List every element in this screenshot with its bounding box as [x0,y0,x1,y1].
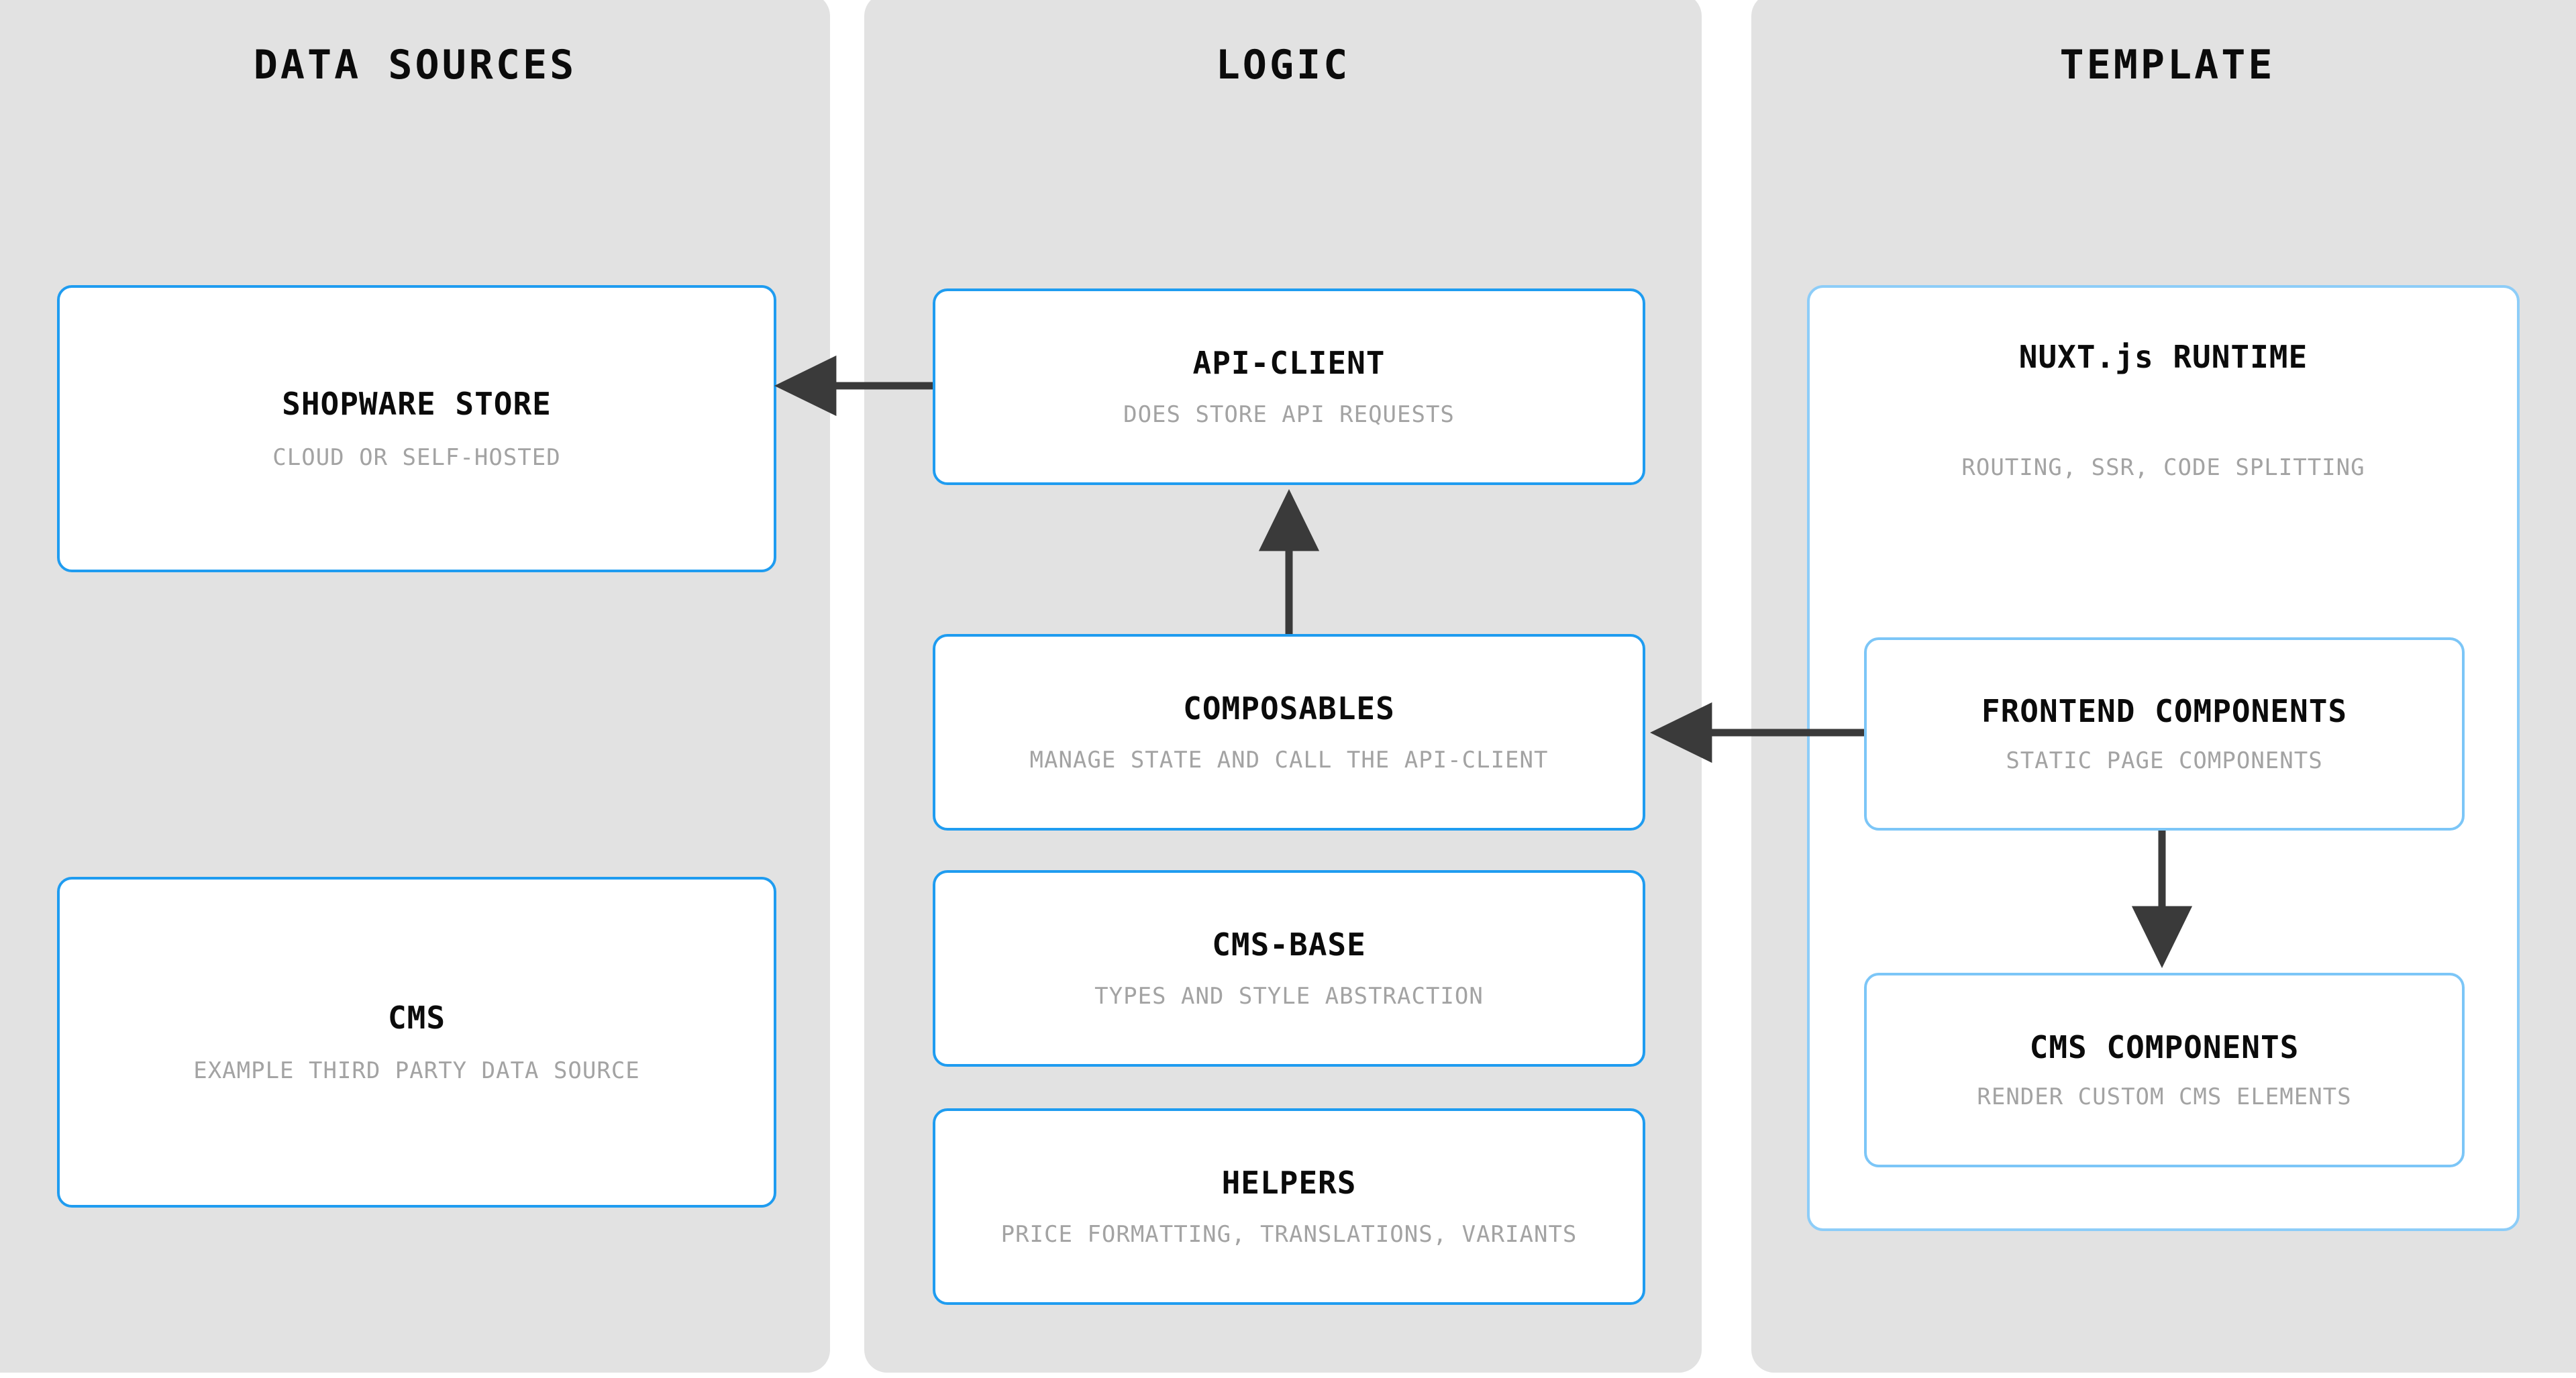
node-head-nuxt-runtime: NUXT.js RUNTIME [1810,340,2517,374]
node-helpers[interactable]: HELPERS PRICE FORMATTING, TRANSLATIONS, … [933,1108,1645,1305]
node-title-composables: COMPOSABLES [1183,690,1395,727]
node-shopware-store[interactable]: SHOPWARE STORE CLOUD OR SELF-HOSTED [57,285,776,572]
node-api-client[interactable]: API-CLIENT DOES STORE API REQUESTS [933,288,1645,485]
node-composables[interactable]: COMPOSABLES MANAGE STATE AND CALL THE AP… [933,634,1645,831]
node-subtitle-nuxt-runtime: ROUTING, SSR, CODE SPLITTING [1961,454,2365,481]
node-subtitle-api-client: DOES STORE API REQUESTS [1123,401,1455,429]
node-title-helpers: HELPERS [1221,1164,1357,1201]
node-title-nuxt-runtime: NUXT.js RUNTIME [2018,339,2308,375]
node-title-shopware-store: SHOPWARE STORE [282,386,552,422]
node-frontend-components[interactable]: FRONTEND COMPONENTS STATIC PAGE COMPONEN… [1864,637,2465,831]
panel-title-data-sources: DATA SOURCES [253,42,577,89]
node-sub-wrap-nuxt-runtime: ROUTING, SSR, CODE SPLITTING [1810,454,2517,481]
panel-title-logic: LOGIC [1215,42,1351,89]
node-title-cms-base: CMS-BASE [1212,926,1366,963]
node-subtitle-cms: EXAMPLE THIRD PARTY DATA SOURCE [193,1057,640,1085]
node-subtitle-shopware-store: CLOUD OR SELF-HOSTED [272,443,561,471]
node-title-cms: CMS [387,999,446,1036]
node-title-frontend-components: FRONTEND COMPONENTS [1981,693,2348,729]
node-subtitle-cms-base: TYPES AND STYLE ABSTRACTION [1094,983,1484,1010]
node-subtitle-frontend-components: STATIC PAGE COMPONENTS [2006,747,2323,774]
node-cms[interactable]: CMS EXAMPLE THIRD PARTY DATA SOURCE [57,877,776,1208]
node-cms-components[interactable]: CMS COMPONENTS RENDER CUSTOM CMS ELEMENT… [1864,973,2465,1167]
node-title-api-client: API-CLIENT [1192,344,1386,381]
node-subtitle-cms-components: RENDER CUSTOM CMS ELEMENTS [1977,1083,2352,1110]
node-subtitle-helpers: PRICE FORMATTING, TRANSLATIONS, VARIANTS [1000,1221,1578,1249]
node-cms-base[interactable]: CMS-BASE TYPES AND STYLE ABSTRACTION [933,870,1645,1067]
panel-title-template: TEMPLATE [2059,42,2275,89]
node-subtitle-composables: MANAGE STATE AND CALL THE API-CLIENT [1029,747,1549,774]
node-title-cms-components: CMS COMPONENTS [2029,1029,2300,1065]
